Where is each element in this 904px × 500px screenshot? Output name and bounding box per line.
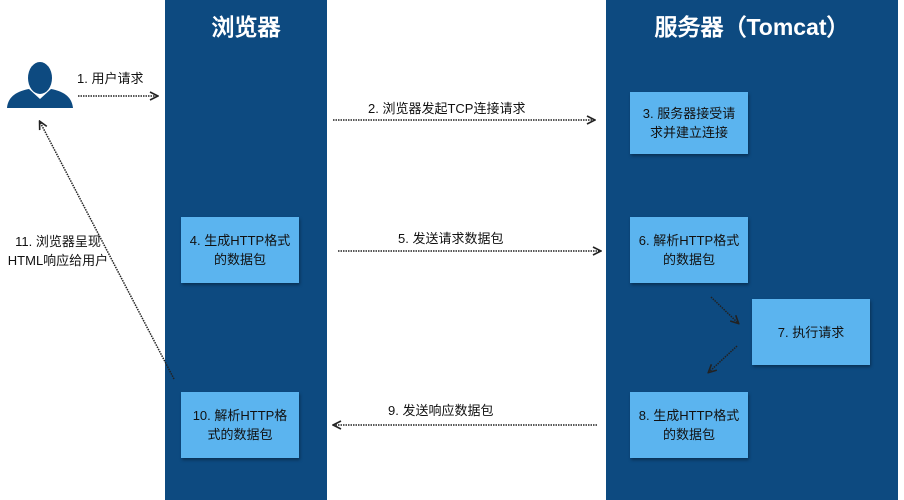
step-11-label-line1: 11. 浏览器呈现 <box>15 234 101 249</box>
step-8-line1: 8. 生成HTTP格式 <box>638 408 740 423</box>
step-4-line1: 4. 生成HTTP格式 <box>189 233 291 248</box>
step-11-label: 11. 浏览器呈现 HTML响应给用户 <box>0 232 116 270</box>
step-3-line1: 3. 服务器接受请 <box>642 106 736 121</box>
step-5-label: 5. 发送请求数据包 <box>398 231 504 246</box>
arrow-to-execute <box>710 296 738 323</box>
step-3-box: 3. 服务器接受请 求并建立连接 <box>630 92 748 154</box>
step-4-line2: 的数据包 <box>213 252 266 267</box>
browser-column-title: 浏览器 <box>211 14 281 40</box>
step-6-line2: 的数据包 <box>662 252 715 267</box>
user-silhouette-icon <box>7 62 73 108</box>
step-6-box: 6. 解析HTTP格式 的数据包 <box>630 217 748 283</box>
server-column-title: 服务器（Tomcat） <box>654 14 850 40</box>
step-4-box: 4. 生成HTTP格式 的数据包 <box>181 217 299 283</box>
step-3-line2: 求并建立连接 <box>649 125 728 140</box>
step-7-box: 7. 执行请求 <box>752 299 870 365</box>
step-8-line2: 的数据包 <box>662 427 715 442</box>
arrow-from-execute <box>709 345 738 372</box>
step-2-label: 2. 浏览器发起TCP连接请求 <box>368 101 526 116</box>
step-1-label: 1. 用户请求 <box>77 71 144 86</box>
step-10-line2: 式的数据包 <box>207 427 273 442</box>
step-9-label: 9. 发送响应数据包 <box>388 403 494 418</box>
arrow-render-to-user <box>40 122 175 380</box>
step-8-box: 8. 生成HTTP格式 的数据包 <box>630 392 748 458</box>
step-10-box: 10. 解析HTTP格 式的数据包 <box>181 392 299 458</box>
step-6-line1: 6. 解析HTTP格式 <box>638 233 740 248</box>
step-11-label-line2: HTML响应给用户 <box>7 253 109 268</box>
step-10-line1: 10. 解析HTTP格 <box>192 408 288 423</box>
